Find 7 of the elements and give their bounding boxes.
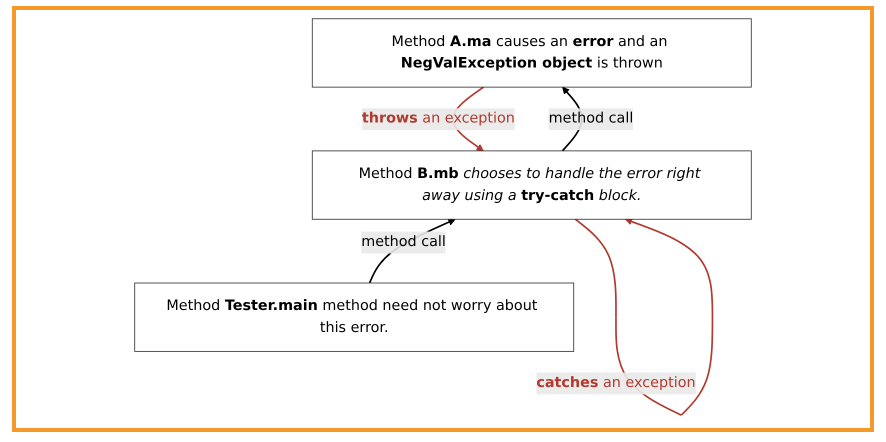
edge-label: method call — [361, 233, 446, 250]
node-box: Method Tester.main method need not worry about this error. — [134, 282, 574, 352]
edge-label: throws an exception — [362, 110, 515, 127]
edge-label: method call — [548, 110, 634, 127]
edge-label: catches an exception — [536, 374, 696, 392]
node-box: Method B.mb chooses to handle the error right away using a try-catch block. — [312, 150, 752, 220]
node-box: Method A.ma causes an error and an NegValException object is thrown — [312, 18, 752, 88]
